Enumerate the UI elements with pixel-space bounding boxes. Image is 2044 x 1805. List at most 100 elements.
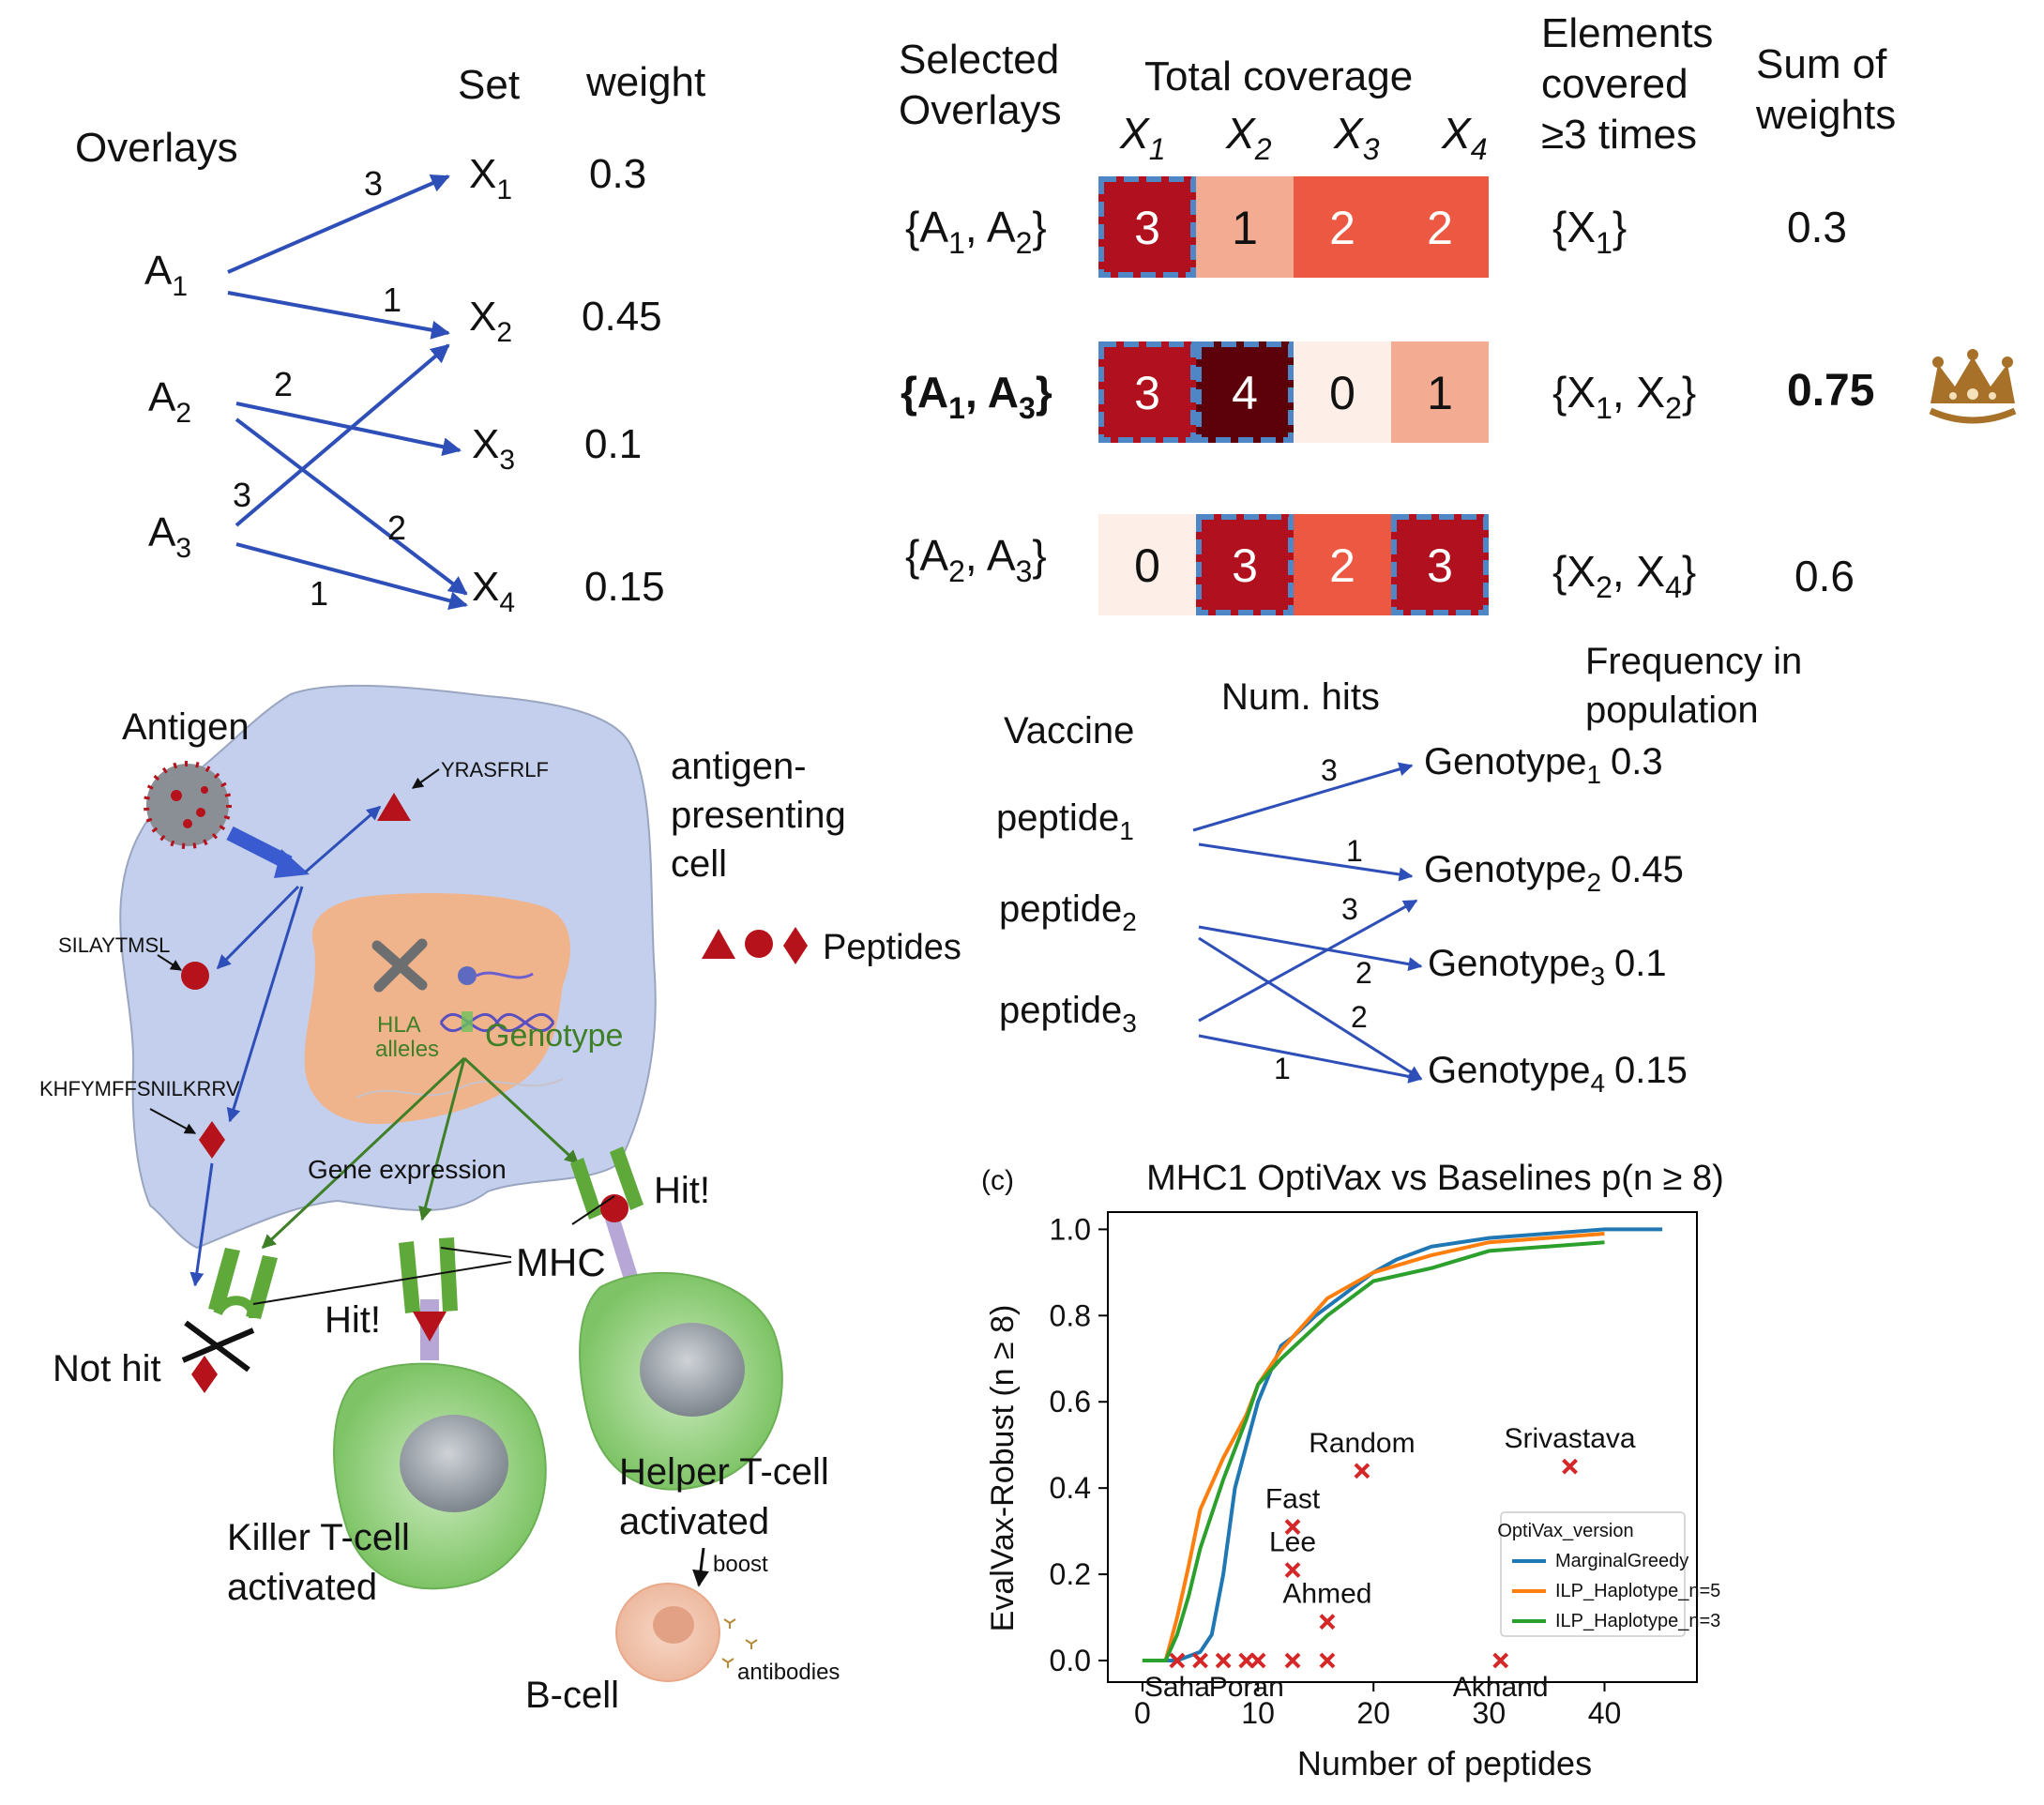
coverage-cell: [1196, 514, 1294, 615]
baseline-point-marker: [1492, 1652, 1509, 1669]
baseline-point-label: Akhand: [1453, 1672, 1549, 1703]
row1-sum: 0.3: [1787, 203, 1847, 251]
x-tick-label: 30: [1473, 1696, 1507, 1730]
antigen-entry-arrowhead: [274, 849, 310, 878]
panel-b-coverage-table: Selected Overlays Total coverage Element…: [899, 10, 2017, 615]
edge-label-a2-x3: 2: [274, 365, 293, 403]
baseline-point-marker: [1319, 1614, 1336, 1631]
peptide-node-2: peptide2: [999, 888, 1137, 936]
pointer-khfymffsnilkrrv: [149, 1108, 197, 1134]
coverage-cell: [1098, 176, 1196, 278]
chromosome-icon: [371, 938, 534, 993]
helper-t-cell: [579, 1271, 783, 1491]
row3-elements: {X2, X4}: [1552, 547, 1696, 604]
panel-e-chart: (c) MHC1 OptiVax vs Baselines p(n ≥ 8) N…: [981, 1159, 1724, 1782]
mhc-pointer-1: [440, 1247, 512, 1258]
coverage-cell-value: 0: [1134, 539, 1160, 592]
total-coverage-header: Total coverage: [1144, 53, 1413, 99]
peptides-legend-label: Peptides: [823, 928, 961, 967]
edge-label-p3-g2: 3: [1341, 892, 1358, 926]
genotype-label: Genotype: [485, 1018, 623, 1054]
panel-d-vaccine-graph: Frequency in population Num. hits Vaccin…: [996, 641, 1802, 1098]
baseline-point-label: Ahmed: [1282, 1579, 1371, 1610]
killer-label-line2: activated: [227, 1567, 377, 1608]
selected-overlays-header-line2: Overlays: [899, 87, 1062, 133]
helper-label-line1: Helper T-cell: [619, 1451, 829, 1493]
overlays-label: Overlays: [75, 125, 238, 171]
edge-label-p2-g3: 2: [1355, 956, 1372, 990]
chart-y-axis-label: EvalVax-Robust (n ≥ 8): [985, 1305, 1021, 1632]
edge-label-p1-g2: 1: [1346, 834, 1363, 868]
coverage-cell: [1196, 341, 1294, 443]
baseline-point-label: Random: [1309, 1428, 1415, 1459]
coverage-cell: [1391, 176, 1489, 278]
pointer-silaytmsl: [157, 954, 183, 971]
coverage-highlight-box: [1098, 176, 1196, 278]
baseline-point-label: Lee: [1269, 1526, 1316, 1557]
weight-x4: 0.15: [584, 564, 665, 610]
baseline-point-marker: [1192, 1652, 1208, 1669]
hla-label-line2: alleles: [375, 1037, 439, 1062]
edge-label-a3-x2: 3: [233, 476, 251, 514]
sum-weights-header-line1: Sum of: [1756, 41, 1887, 87]
edge-a3-x2: [235, 343, 450, 527]
not-hit-diamond: [191, 1356, 218, 1393]
panel-c-apc-illustration: Antigen YRASFRLF SILAYTMSL KHFYMFFSNILKR…: [39, 684, 961, 1716]
hla-label-line1: HLA: [377, 1012, 421, 1038]
coverage-cell-value: 1: [1232, 202, 1258, 254]
x-tick-label: 20: [1356, 1696, 1390, 1730]
edge-label-p3-g4: 1: [1274, 1052, 1291, 1085]
set-node-x4: X4: [472, 564, 515, 618]
bound-peptide-circle: [600, 1194, 628, 1222]
set-node-x2: X2: [469, 294, 512, 348]
b-cell-label: B-cell: [525, 1675, 619, 1716]
b-cell: [615, 1583, 720, 1682]
elements-header-line3: ≥3 times: [1541, 112, 1697, 158]
edge-label-p1-g1: 3: [1321, 753, 1338, 787]
weight-column-header: weight: [585, 59, 705, 105]
arrow-to-yrasfrlf: [304, 805, 382, 874]
coverage-col-header-x2: X2: [1225, 109, 1272, 166]
edge-label-a2-x4: 2: [387, 508, 406, 547]
apc-label-line1: antigen-: [671, 746, 807, 787]
edge-a3-x4: [235, 542, 468, 611]
nucleus: [304, 893, 570, 1125]
dna-helix-icon: [439, 1011, 555, 1032]
mhc-molecule-hit-helper: [570, 1146, 643, 1280]
coverage-cell-value: 3: [1232, 539, 1258, 592]
coverage-cell: [1098, 341, 1196, 443]
edge-p1-g2: [1198, 842, 1414, 882]
boost-label: boost: [713, 1552, 768, 1577]
baseline-point-marker: [1319, 1652, 1336, 1669]
edge-label-a1-x1: 3: [364, 164, 383, 203]
weight-x1: 0.3: [589, 151, 646, 197]
baseline-point-marker: [1284, 1562, 1301, 1578]
series-line-ilp-haplotype-n-5: [1142, 1232, 1605, 1662]
pointer-yrasfrlf: [412, 768, 440, 789]
coverage-highlight-box: [1391, 514, 1489, 615]
row3-selected-set: {A2, A3}: [905, 531, 1047, 588]
coverage-col-header-x3: X3: [1333, 109, 1380, 166]
killer-label-line1: Killer T-cell: [227, 1517, 410, 1558]
apc-label-line3: cell: [671, 843, 727, 885]
mhc-molecule-not-hit: [208, 1248, 278, 1319]
overlay-node-a1: A1: [144, 248, 188, 302]
frequency-header-line2: population: [1585, 690, 1759, 731]
peptide-circle-silaytmsl: [181, 962, 209, 990]
coverage-cell: [1294, 341, 1391, 443]
baseline-point-marker: [1215, 1652, 1232, 1669]
selected-overlays-header-line1: Selected: [899, 37, 1059, 83]
not-hit-label: Not hit: [53, 1348, 161, 1389]
coverage-cell: [1196, 176, 1294, 278]
antibodies-icon: [721, 1618, 758, 1668]
antigen-entry-arrow: [226, 826, 293, 871]
baseline-point-marker: [1284, 1519, 1301, 1535]
coverage-cell: [1294, 514, 1391, 615]
arrow-to-silaytmsl: [216, 885, 300, 970]
overlay-node-a2: A2: [148, 374, 191, 429]
legend-circle-icon: [745, 930, 773, 958]
killer-t-cell: [333, 1362, 547, 1590]
